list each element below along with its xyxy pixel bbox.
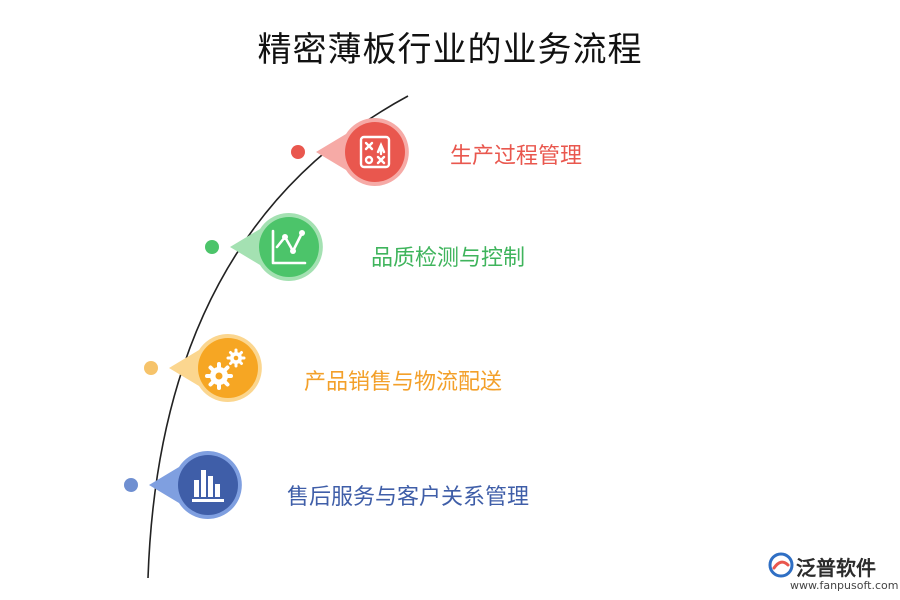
step-3-dot xyxy=(144,361,158,375)
step-4-marker xyxy=(124,451,242,519)
bar-chart-icon xyxy=(192,470,224,502)
process-chart-icon xyxy=(359,135,391,169)
step-1-label: 生产过程管理 xyxy=(450,144,583,169)
fanpu-logo-icon xyxy=(768,552,794,578)
step-2-label: 品质检测与控制 xyxy=(371,246,526,271)
diagram-title: 精密薄板行业的业务流程 xyxy=(257,30,643,70)
step-3-marker xyxy=(144,334,262,403)
line-graph-icon xyxy=(271,229,307,265)
step-2-dot xyxy=(205,240,219,254)
step-4-dot xyxy=(124,478,138,492)
step-4-label: 售后服务与客户关系管理 xyxy=(287,485,530,510)
step-2-marker xyxy=(205,213,323,281)
step-1-dot xyxy=(291,145,305,159)
step-3-label: 产品销售与物流配送 xyxy=(304,370,503,395)
logo-url: www.fanpusoft.com xyxy=(790,579,899,592)
brand-logo: 泛普软件 www.fanpusoft.com xyxy=(768,552,898,596)
logo-name: 泛普软件 xyxy=(796,556,876,580)
gears-icon xyxy=(205,348,246,390)
step-1-marker xyxy=(291,118,409,186)
